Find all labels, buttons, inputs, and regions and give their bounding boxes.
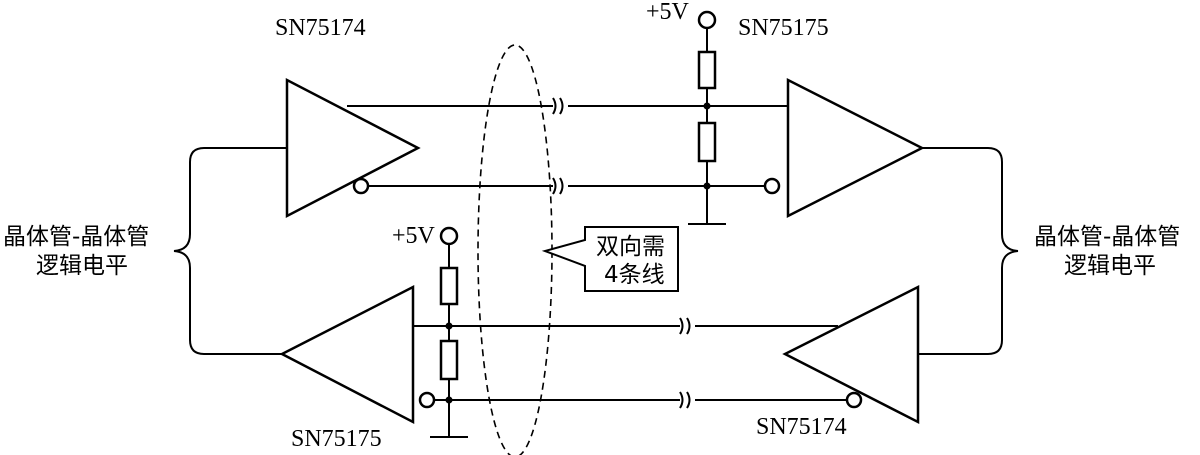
driver-top-triangle — [285, 77, 421, 219]
logic-level-label-right-line1: 晶体管-晶体管 — [1034, 224, 1180, 250]
bias-bottom-resistor-pullup — [439, 266, 459, 306]
label-receiver-bottom: SN75175 — [291, 426, 382, 452]
bias-bottom-resistor-termination — [439, 339, 459, 381]
driver-bottom-inversion-bubble — [845, 391, 863, 409]
bias-top-resistor-pullup — [697, 50, 717, 90]
brace-right — [966, 147, 1019, 355]
callout-text-line1: 双向需 — [596, 234, 665, 260]
junction-dot — [703, 182, 711, 190]
callout-text-line2: 4条线 — [604, 262, 665, 288]
label-driver-top: SN75174 — [275, 15, 366, 41]
bias-top-resistor-termination — [697, 121, 717, 163]
logic-level-label-left-line1: 晶体管-晶体管 — [3, 224, 149, 250]
line-break-symbol — [679, 391, 691, 409]
brace-left — [173, 147, 232, 355]
supply-bottom-terminal — [439, 226, 459, 246]
line-break-symbol — [552, 97, 564, 115]
label-driver-bottom: SN75174 — [756, 414, 847, 440]
junction-dot — [445, 396, 453, 404]
logic-level-label-right-line2: 逻辑电平 — [1064, 253, 1156, 279]
receiver-top-triangle — [786, 77, 925, 219]
junction-dot — [445, 322, 453, 330]
logic-level-label-left-line2: 逻辑电平 — [36, 253, 128, 279]
label-supply-top: +5V — [646, 0, 690, 25]
supply-top-terminal — [697, 10, 717, 30]
line-break-symbol — [552, 177, 564, 195]
callout-box — [541, 226, 679, 292]
line-break-symbol — [679, 317, 691, 335]
label-supply-bottom: +5V — [392, 223, 436, 249]
junction-dot — [703, 102, 711, 110]
receiver-top-inversion-bubble — [763, 177, 781, 195]
driver-top-inversion-bubble — [352, 177, 370, 195]
receiver-bottom-inversion-bubble — [418, 391, 436, 409]
label-receiver-top: SN75175 — [738, 15, 829, 41]
receiver-bottom-triangle — [279, 284, 415, 425]
